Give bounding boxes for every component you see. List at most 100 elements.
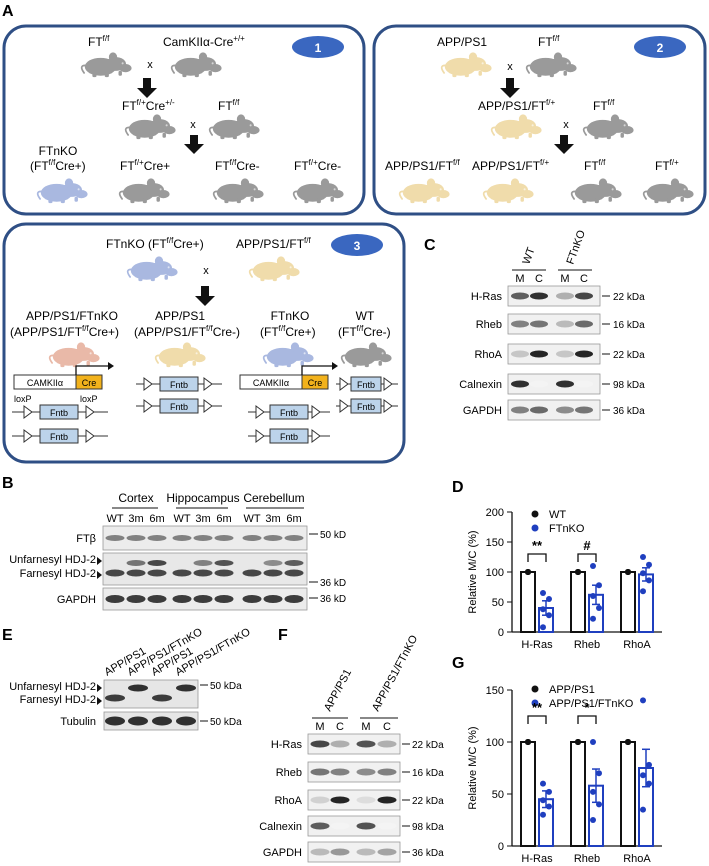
- blot-band: [172, 595, 192, 603]
- panel-label-b: B: [2, 475, 14, 492]
- blot-strip: [102, 552, 308, 586]
- blot-row-label: FTβ: [76, 533, 96, 545]
- mouse-icon: [440, 51, 493, 78]
- blot-lane-label: M: [315, 721, 324, 733]
- scheme-badge-2: 2: [657, 41, 664, 55]
- mouse-icon: [292, 177, 345, 204]
- svg-text:Cre: Cre: [308, 378, 323, 388]
- data-point: [525, 569, 531, 575]
- blot-band: [105, 595, 125, 603]
- y-tick-label: 200: [486, 507, 504, 519]
- blot-strip: [307, 761, 401, 783]
- blot-band: [263, 569, 283, 577]
- mouse-icon: [582, 113, 635, 140]
- y-tick-label: 150: [486, 685, 504, 697]
- mouse-icon: [154, 341, 207, 368]
- construct-wt: Fntb Fntb: [336, 376, 398, 414]
- blot-row-label: Calnexin: [259, 821, 302, 833]
- blot-lane-label: 6m: [286, 513, 301, 525]
- legend-label: FTnKO: [549, 523, 585, 535]
- blot-row-label: Rheb: [476, 319, 502, 331]
- panel-label-a: A: [2, 3, 14, 20]
- blot-band: [105, 694, 125, 702]
- blot-strip: [103, 679, 199, 709]
- svg-text:Fntb: Fntb: [170, 402, 188, 412]
- y-tick-label: 50: [492, 789, 504, 801]
- blot-band: [214, 569, 234, 577]
- blot-band: [377, 822, 397, 830]
- marker-label: 36 kD: [320, 594, 346, 605]
- blot-row-label: Farnesyl HDJ-2: [20, 694, 96, 706]
- svg-text:CAMKIIα: CAMKIIα: [27, 378, 63, 388]
- blot-band: [530, 292, 548, 300]
- blot-band: [530, 406, 548, 414]
- blot-strip: [507, 373, 601, 395]
- blot-lane-label: 3m: [128, 513, 143, 525]
- data-point: [546, 803, 552, 810]
- marker-label: 22 kDa: [613, 350, 645, 361]
- blot-group-label: APP/PS1: [322, 667, 354, 713]
- data-point: [640, 570, 646, 577]
- blot-band: [377, 848, 397, 856]
- blot-row-label: Tubulin: [60, 716, 96, 728]
- blot-band: [193, 569, 213, 577]
- scheme-badge-1: 1: [315, 41, 322, 55]
- blot-strip: [307, 789, 401, 811]
- data-point: [646, 577, 652, 584]
- blot-band: [242, 569, 262, 577]
- data-point: [646, 780, 652, 787]
- mouse-icon: [490, 113, 543, 140]
- svg-text:APP/PS1: APP/PS1: [437, 35, 487, 49]
- construct-ftnko: CAMKIIα Cre Fntb Fntb: [239, 362, 338, 444]
- blot-row-label: GAPDH: [263, 847, 302, 859]
- y-tick-label: 100: [486, 567, 504, 579]
- svg-text:(APP/PS1/FTf/fCre-): (APP/PS1/FTf/fCre-): [134, 324, 240, 339]
- blot-band: [284, 569, 304, 577]
- data-point: [596, 605, 602, 611]
- marker-label: 16 kDa: [412, 768, 444, 779]
- svg-text:FTf/+Cre-: FTf/+Cre-: [294, 158, 341, 173]
- blot-band: [147, 535, 167, 541]
- data-point: [590, 615, 596, 622]
- blot-band: [356, 848, 376, 856]
- blot-band: [511, 292, 529, 300]
- mouse-icon: [170, 51, 223, 78]
- blot-band: [556, 380, 574, 388]
- panel-label-e: E: [2, 627, 13, 644]
- x-tick-label: RhoA: [623, 853, 651, 865]
- data-point: [575, 569, 581, 575]
- marker-label: 16 kDa: [613, 320, 645, 331]
- mouse-icon: [126, 255, 179, 282]
- y-tick-label: 0: [498, 841, 504, 853]
- mouse-icon: [262, 341, 315, 368]
- blot-band: [575, 406, 593, 414]
- svg-text:FTf/+: FTf/+: [655, 158, 679, 173]
- blot-band: [147, 595, 167, 603]
- blot-band: [356, 796, 376, 804]
- blot-band: [105, 569, 125, 577]
- svg-text:(FTf/fCre+): (FTf/fCre+): [260, 324, 316, 339]
- x-tick-label: Rheb: [574, 639, 600, 651]
- blot-strip: [507, 399, 601, 421]
- blot-strip: [307, 733, 401, 755]
- blot-band: [330, 822, 350, 830]
- mouse-icon: [212, 177, 265, 204]
- blot-strip: [507, 285, 601, 307]
- data-point: [540, 624, 546, 631]
- western-blot-e: APP/PS1APP/PS1/FTnKOAPP/PS1APP/PS1/FTnKO…: [9, 626, 253, 731]
- data-point: [590, 788, 596, 795]
- svg-text:FTf/fCre-: FTf/fCre-: [215, 158, 260, 173]
- svg-text:FTnKO: FTnKO: [271, 309, 310, 323]
- data-point: [546, 788, 552, 795]
- blot-band: [356, 822, 376, 830]
- bar: [570, 571, 586, 633]
- blot-row-label: GAPDH: [57, 594, 96, 606]
- mouse-icon: [48, 341, 101, 368]
- blot-row-label: GAPDH: [463, 405, 502, 417]
- blot-band: [356, 768, 376, 776]
- marker-label: 50 kD: [320, 530, 346, 541]
- svg-text:(APP/PS1/FTf/fCre+): (APP/PS1/FTf/fCre+): [10, 324, 119, 339]
- construct-app-ps1-ftnko: CAMKIIα Cre loxP loxP Fntb Fntb: [12, 362, 114, 444]
- blot-band: [193, 560, 213, 566]
